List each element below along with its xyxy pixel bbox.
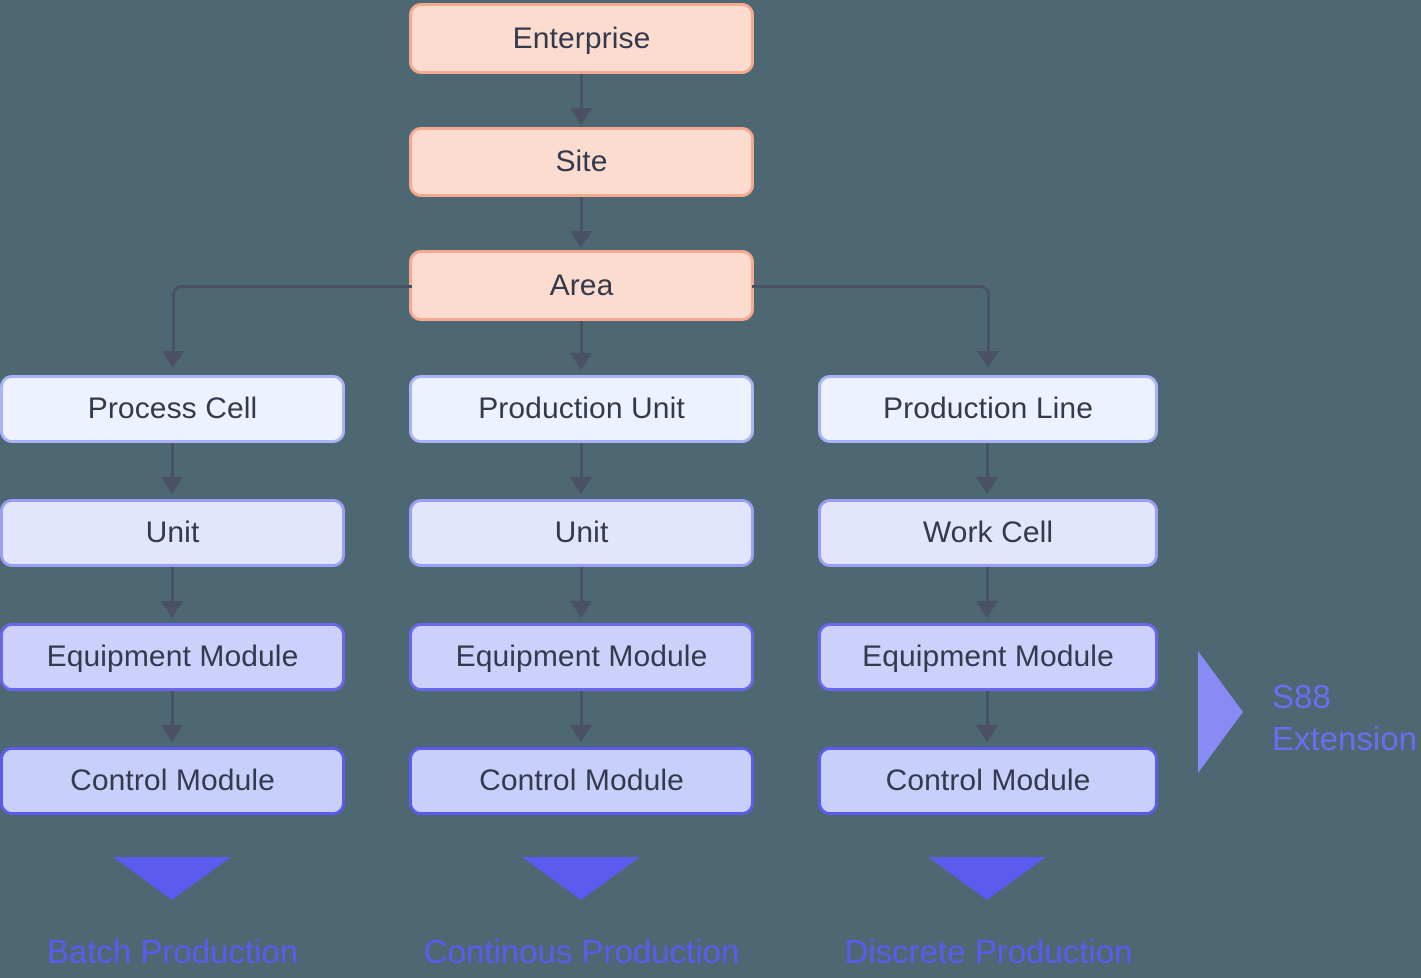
node-site[interactable]: Site	[409, 127, 754, 197]
connector-enterprise-site	[580, 74, 583, 112]
outcome-label-discrete: Discrete Production	[844, 933, 1133, 970]
node-control-module[interactable]: Control Module	[0, 747, 345, 815]
node-work-cell[interactable]: Work Cell	[818, 499, 1158, 567]
node-production-unit[interactable]: Production Unit	[409, 375, 754, 443]
arrowhead-icon	[161, 477, 183, 494]
node-control-module[interactable]: Control Module	[818, 747, 1158, 815]
connector-site-area	[580, 197, 583, 235]
outcome-arrow-icon	[113, 857, 231, 900]
arrowhead-icon	[976, 725, 998, 742]
connector-c3-r3-r4	[986, 691, 989, 729]
connector-c3-r2-r3	[986, 567, 989, 605]
node-production-line[interactable]: Production Line	[818, 375, 1158, 443]
connector-c2-r1-r2	[580, 443, 583, 481]
arrowhead-icon	[162, 351, 184, 368]
connector-c2-r3-r4	[580, 691, 583, 729]
s88-extension-line1: S88	[1272, 678, 1331, 715]
outcome-arrow-icon	[928, 857, 1046, 900]
node-equipment-module[interactable]: Equipment Module	[818, 623, 1158, 691]
connector-area-to-process-cell	[172, 285, 412, 355]
node-process-cell[interactable]: Process Cell	[0, 375, 345, 443]
connector-area-to-production-line	[752, 285, 990, 355]
arrowhead-icon	[976, 477, 998, 494]
node-equipment-module[interactable]: Equipment Module	[0, 623, 345, 691]
arrowhead-icon	[570, 231, 592, 248]
arrowhead-icon	[161, 601, 183, 618]
connector-c2-r2-r3	[580, 567, 583, 605]
outcome-label-continous: Continous Production	[423, 933, 740, 970]
node-area[interactable]: Area	[409, 250, 754, 321]
s88-extension-arrow-icon	[1198, 651, 1243, 773]
arrowhead-icon	[570, 601, 592, 618]
connector-c1-r3-r4	[171, 691, 174, 729]
node-enterprise[interactable]: Enterprise	[409, 3, 754, 74]
arrowhead-icon	[570, 477, 592, 494]
outcome-label-batch: Batch Production	[46, 933, 299, 970]
s88-extension-label: S88 Extension	[1272, 676, 1417, 760]
outcome-arrow-icon	[522, 857, 640, 900]
connector-c1-r1-r2	[171, 443, 174, 481]
arrowhead-icon	[976, 601, 998, 618]
node-unit[interactable]: Unit	[0, 499, 345, 567]
node-equipment-module[interactable]: Equipment Module	[409, 623, 754, 691]
connector-c3-r1-r2	[986, 443, 989, 481]
node-unit[interactable]: Unit	[409, 499, 754, 567]
s88-extension-line2: Extension	[1272, 720, 1417, 758]
arrowhead-icon	[570, 353, 592, 370]
arrowhead-icon	[570, 108, 592, 125]
arrowhead-icon	[161, 725, 183, 742]
node-control-module[interactable]: Control Module	[409, 747, 754, 815]
arrowhead-icon	[570, 725, 592, 742]
connector-c1-r2-r3	[171, 567, 174, 605]
arrowhead-icon	[977, 351, 999, 368]
connector-area-to-production-unit	[580, 321, 583, 358]
